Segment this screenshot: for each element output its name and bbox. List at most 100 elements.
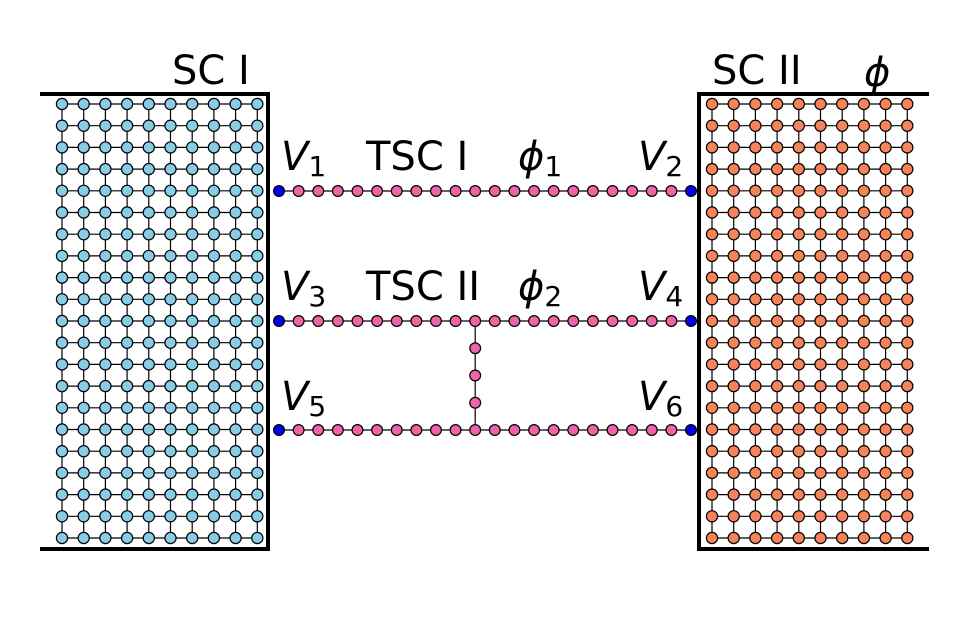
sc1-site (99, 336, 112, 349)
sc2-site (770, 227, 784, 241)
wire-site (292, 315, 305, 328)
sc2-site (705, 141, 719, 154)
bridge-site (469, 342, 482, 355)
sc1-site (229, 141, 242, 154)
sc1-site (164, 466, 177, 480)
wire-site (488, 315, 501, 328)
sc1-site (99, 271, 112, 284)
sc2-site (879, 271, 892, 284)
sc1-site (207, 206, 221, 219)
sc1-label: SC I (172, 48, 250, 94)
sc1-site (164, 184, 177, 197)
sc2-site (901, 293, 914, 306)
sc2-site (901, 336, 914, 349)
sc1-site (207, 531, 221, 545)
sc1-site (164, 423, 177, 436)
wire-site (371, 185, 384, 198)
sc2-site (770, 271, 784, 284)
sc2-site (901, 379, 914, 393)
sc1-site (251, 466, 264, 480)
sc1-site (120, 184, 134, 197)
sc1-site (120, 141, 134, 154)
sc1-site (99, 97, 112, 111)
sc1-site (251, 401, 264, 414)
sc1-site (229, 531, 242, 545)
coupling-site-left (273, 315, 286, 328)
wire-site (547, 424, 560, 437)
sc1-site (55, 531, 69, 545)
sc1-site (55, 293, 69, 306)
sc2-site (749, 141, 762, 154)
sc1-site (185, 293, 199, 306)
sc2-site (836, 271, 849, 284)
sc1-site (55, 162, 69, 176)
sc2-site (705, 423, 719, 436)
sc1-site (77, 314, 90, 328)
sc2-site (749, 184, 762, 197)
sc2-label: SC II (712, 48, 802, 94)
sc1-site (164, 358, 177, 371)
sc2-site (727, 227, 740, 241)
sc2-site (770, 141, 784, 154)
sc2-site (879, 379, 892, 393)
sc2-site (879, 510, 892, 523)
sc2-site (901, 531, 914, 545)
wire-site (449, 315, 462, 328)
sc2-site (705, 401, 719, 414)
sc2-site (705, 531, 719, 545)
sc1-site (164, 293, 177, 306)
wire-site (390, 315, 403, 328)
sc2-site (879, 336, 892, 349)
sc2-site (836, 336, 849, 349)
sc1-site (120, 531, 134, 545)
sc1-site (207, 423, 221, 436)
wire-site (528, 424, 541, 437)
sc1-site (229, 423, 242, 436)
sc1-site (229, 249, 242, 263)
sc2-site (705, 445, 719, 458)
wire-site (331, 185, 344, 198)
sc1-site (120, 97, 134, 111)
sc1-site (142, 336, 155, 349)
sc2-site (727, 141, 740, 154)
sc2-site (792, 423, 806, 436)
sc2-site (770, 379, 784, 393)
sc2-site (705, 510, 719, 523)
sc1-site (185, 141, 199, 154)
sc1-site (77, 227, 90, 241)
sc1-site (77, 184, 90, 197)
sc1-site (120, 488, 134, 501)
sc2-site (792, 97, 806, 111)
sc2-site (836, 119, 849, 132)
wire-site (508, 424, 521, 437)
sc2-site (749, 119, 762, 132)
sc2-site (814, 531, 827, 545)
sc2-site (857, 141, 871, 154)
sc2-site (792, 119, 806, 132)
phi-label: ϕ (864, 50, 890, 96)
sc2-site (879, 119, 892, 132)
sc1-site (207, 510, 221, 523)
sc1-site (55, 336, 69, 349)
sc2-site (749, 466, 762, 480)
wire-site (547, 185, 560, 198)
sc2-site (749, 206, 762, 219)
wire-site (508, 315, 521, 328)
coupling-site-left (273, 185, 286, 198)
sc2-site (705, 227, 719, 241)
sc1-site (251, 271, 264, 284)
sc2-site (705, 206, 719, 219)
sc1-site (164, 401, 177, 414)
sc2-site (792, 184, 806, 197)
wire-site (645, 315, 658, 328)
sc2-site (770, 531, 784, 545)
sc1-site (120, 401, 134, 414)
sc1-site (251, 97, 264, 111)
sc2-site (749, 510, 762, 523)
sc2-site (705, 162, 719, 176)
sc1-site (185, 358, 199, 371)
sc1-site (142, 401, 155, 414)
sc2-site (749, 314, 762, 328)
sc1-site (142, 271, 155, 284)
